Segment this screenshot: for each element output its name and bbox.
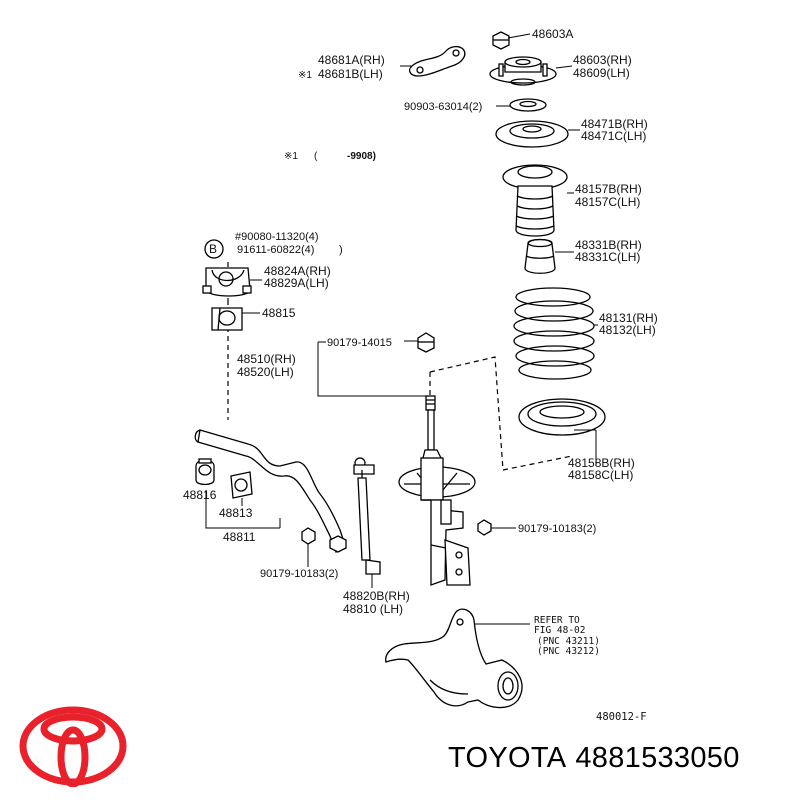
nut-90179-10183-right-part bbox=[477, 519, 492, 536]
label-bolt-b-mark: B bbox=[209, 242, 217, 256]
lower-spring-seat-48158-part bbox=[518, 398, 606, 436]
strut-48510-part bbox=[398, 395, 476, 586]
toyota-logo bbox=[18, 705, 128, 788]
label-48820b: 48820B(RH) bbox=[343, 589, 410, 603]
plate-48681-part bbox=[408, 45, 466, 77]
bushing-48813-part bbox=[230, 471, 253, 499]
bearing-part bbox=[509, 98, 547, 112]
label-refer-to: REFER TO bbox=[534, 615, 580, 626]
label-note-mark-2: ※1 bbox=[284, 151, 298, 162]
label-91611-60822: 91611-60822(4) bbox=[237, 244, 314, 256]
label-90179-14015: 90179-14015 bbox=[327, 337, 392, 349]
label-48681a: 48681A(RH) bbox=[318, 53, 385, 67]
label-bolt-b-close: ) bbox=[339, 244, 343, 256]
label-refer-pnc-43211: (PNC 43211) bbox=[537, 636, 600, 647]
label-48131: 48131(RH) bbox=[599, 311, 658, 325]
label-48810: 48810 (LH) bbox=[343, 602, 403, 616]
label-48520: 48520(LH) bbox=[237, 365, 294, 379]
label-refer-pnc-43212: (PNC 43212) bbox=[537, 646, 600, 657]
label-48816: 48816 bbox=[183, 488, 217, 502]
label-note-mark-1: ※1 bbox=[298, 70, 312, 81]
label-90179-10183-right: 90179-10183(2) bbox=[518, 523, 596, 535]
bracket-48824-part bbox=[202, 267, 252, 297]
steering-knuckle-part bbox=[385, 608, 523, 709]
label-note-open: ( bbox=[314, 151, 318, 162]
leader-lines bbox=[205, 33, 598, 625]
insulator-48157-part bbox=[502, 164, 568, 237]
label-48815: 48815 bbox=[262, 306, 296, 320]
label-90179-10183-left: 90179-10183(2) bbox=[260, 568, 338, 580]
part-labels: 48603A 48681A(RH) ※1 48681B(LH) 48603(RH… bbox=[183, 27, 658, 723]
label-48158b: 48158B(RH) bbox=[568, 456, 635, 470]
figure-code: 480012-F bbox=[596, 711, 647, 723]
label-48824a: 48824A(RH) bbox=[264, 264, 331, 278]
label-48471b: 48471B(RH) bbox=[581, 117, 648, 131]
label-48471c: 48471C(LH) bbox=[581, 129, 646, 143]
label-refer-fig: FIG 48-02 bbox=[534, 625, 585, 636]
label-48681b: 48681B(LH) bbox=[318, 67, 383, 81]
label-48811: 48811 bbox=[223, 530, 256, 544]
bushing-48815-part bbox=[211, 307, 243, 331]
label-note-date: -9908) bbox=[347, 151, 376, 162]
stabilizer-link-48820-part bbox=[329, 457, 381, 575]
label-48510: 48510(RH) bbox=[237, 352, 296, 366]
stabilizer-bar-48811-part bbox=[194, 429, 347, 553]
strut-nut-part bbox=[417, 332, 435, 353]
part-number: 4881533050 bbox=[575, 742, 740, 774]
bumper-48331-part bbox=[524, 238, 556, 274]
label-48813: 48813 bbox=[219, 506, 253, 520]
clamp-48816-part bbox=[195, 458, 215, 486]
label-48829a: 48829A(LH) bbox=[264, 276, 329, 290]
label-90903-63014: 90903-63014(2) bbox=[404, 101, 482, 113]
label-48603a: 48603A bbox=[532, 27, 573, 41]
label-48331b: 48331B(RH) bbox=[575, 238, 642, 252]
nut-48603a-part bbox=[492, 31, 510, 50]
label-48331c: 48331C(LH) bbox=[575, 250, 640, 264]
label-48157b: 48157B(RH) bbox=[575, 182, 642, 196]
nut-90179-10183-left-part bbox=[301, 527, 316, 545]
support-48603-part bbox=[489, 56, 557, 86]
label-48609: 48609(LH) bbox=[573, 66, 630, 80]
label-48157c: 48157C(LH) bbox=[575, 195, 640, 209]
label-48132: 48132(LH) bbox=[599, 323, 656, 337]
coil-spring-part bbox=[513, 287, 595, 380]
brand-name: TOYOTA bbox=[448, 742, 567, 774]
label-90080-11320: #90080-11320(4) bbox=[235, 231, 319, 243]
bolt-b-circle bbox=[204, 239, 224, 259]
label-48603: 48603(RH) bbox=[573, 53, 632, 67]
label-48158c: 48158C(LH) bbox=[568, 468, 633, 482]
upper-seat-48471-part bbox=[495, 120, 569, 148]
